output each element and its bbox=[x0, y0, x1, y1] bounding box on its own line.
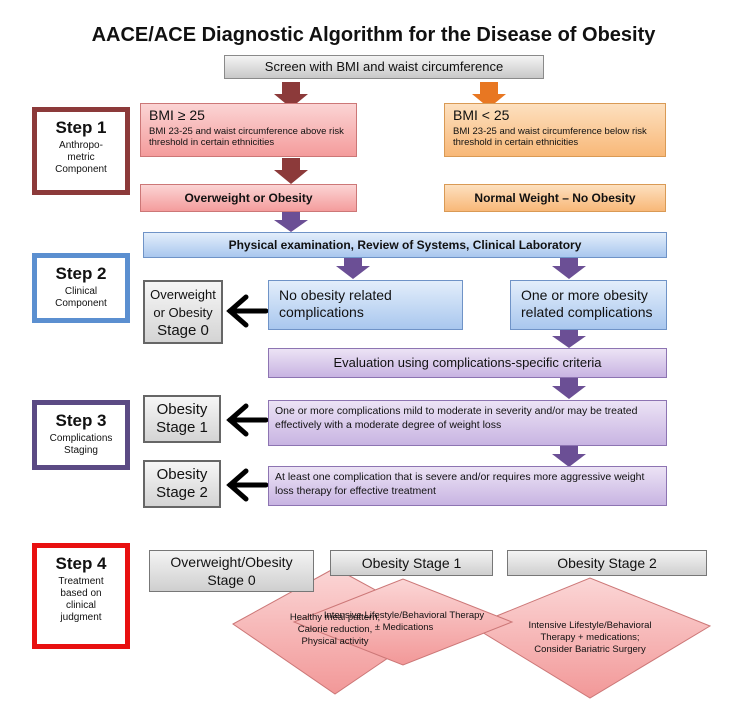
treatment-line: Consider Bariatric Surgery bbox=[534, 644, 646, 655]
stage-line: Stage 2 bbox=[156, 484, 208, 501]
left-arrow bbox=[226, 403, 269, 437]
down-arrow bbox=[336, 258, 370, 279]
stage-line: Stage 0 bbox=[157, 322, 209, 339]
step-sub: Complications bbox=[49, 433, 113, 444]
step-sub: Clinical bbox=[64, 286, 98, 297]
overweight-box: Overweight or Obesity bbox=[140, 184, 357, 212]
step-sub: Component bbox=[55, 164, 107, 175]
treatment-header-stage2: Obesity Stage 2 bbox=[507, 550, 707, 576]
step-1-box: Step 1 Anthropo- metric Component bbox=[32, 107, 130, 195]
step-label: Step 3 bbox=[55, 411, 107, 430]
step-label: Step 2 bbox=[55, 264, 107, 283]
treatment-line: Healthy meal pattern, bbox=[289, 612, 381, 623]
page-title: AACE/ACE Diagnostic Algorithm for the Di… bbox=[91, 24, 656, 46]
screen-box: Screen with BMI and waist circumference bbox=[224, 55, 544, 79]
no-complications-box: No obesity related complications bbox=[268, 280, 463, 330]
treatment-text-stage2: Intensive Lifestyle/Behavioral Therapy +… bbox=[517, 620, 663, 656]
step-3-box: Step 3 Complications Staging bbox=[32, 400, 130, 470]
evaluation-box: Evaluation using complications-specific … bbox=[268, 348, 667, 378]
down-arrow bbox=[274, 82, 308, 108]
treatment-header-stage1: Obesity Stage 1 bbox=[330, 550, 493, 576]
step-sub: judgment bbox=[60, 612, 102, 623]
down-arrow bbox=[552, 378, 586, 399]
step-4-box: Step 4 Treatment based on clinical judgm… bbox=[32, 543, 130, 649]
down-arrow bbox=[552, 446, 586, 467]
treatment-line: Physical activity bbox=[301, 636, 369, 647]
stage-2-box: Obesity Stage 2 bbox=[143, 460, 221, 508]
complications-box: One or more obesity related complication… bbox=[510, 280, 667, 330]
treatment-line: Calorie reduction, bbox=[297, 624, 373, 635]
header-line: Overweight/Obesity bbox=[170, 554, 293, 570]
stage-line: Stage 1 bbox=[156, 419, 208, 436]
treatment-diamond-stage1 bbox=[292, 578, 514, 666]
stage-1-box: Obesity Stage 1 bbox=[143, 395, 221, 443]
severe-complications-box: At least one complication that is severe… bbox=[268, 466, 667, 506]
left-arrow bbox=[226, 294, 269, 328]
down-arrow bbox=[274, 158, 308, 184]
treatment-text-stage0: Healthy meal pattern, Calorie reduction,… bbox=[270, 612, 400, 648]
step-2-box: Step 2 Clinical Component bbox=[32, 253, 130, 323]
stage-line: Overweight bbox=[150, 287, 216, 302]
treatment-line: ± Medications bbox=[374, 622, 434, 633]
step-label: Step 4 bbox=[55, 554, 107, 573]
down-arrow bbox=[472, 82, 506, 108]
step-sub: Component bbox=[55, 298, 107, 309]
bmi-low-box: BMI < 25 BMI 23-25 and waist circumferen… bbox=[444, 103, 666, 157]
bmi-high-title: BMI ≥ 25 bbox=[149, 107, 205, 123]
step-sub: metric bbox=[67, 152, 95, 163]
treatment-diamond bbox=[470, 577, 712, 699]
down-arrow bbox=[274, 212, 308, 232]
left-arrow bbox=[226, 468, 269, 502]
treatment-header-stage0: Overweight/Obesity Stage 0 bbox=[149, 550, 314, 592]
step-sub: Treatment bbox=[58, 576, 104, 587]
normal-weight-box: Normal Weight – No Obesity bbox=[444, 184, 666, 212]
step-label: Step 1 bbox=[55, 118, 107, 137]
header-line: Stage 0 bbox=[207, 572, 256, 588]
bmi-low-sub: BMI 23-25 and waist circumference below … bbox=[453, 126, 647, 148]
stage-0-box: Overweight or Obesity Stage 0 bbox=[143, 280, 223, 344]
treatment-line: Intensive Lifestyle/Behavioral bbox=[528, 620, 652, 631]
down-arrow bbox=[552, 258, 586, 279]
stage-line: Obesity bbox=[156, 466, 208, 483]
step-sub: Anthropo- bbox=[59, 140, 103, 151]
treatment-text-stage1: Intensive Lifestyle/Behavioral Therapy ±… bbox=[318, 610, 490, 634]
step-sub: based on bbox=[60, 588, 102, 599]
physical-exam-box: Physical examination, Review of Systems,… bbox=[143, 232, 667, 258]
stage-line: or Obesity bbox=[153, 305, 213, 320]
treatment-line: Therapy + medications; bbox=[540, 632, 640, 643]
bmi-high-sub: BMI 23-25 and waist circumference above … bbox=[149, 126, 344, 148]
bmi-high-box: BMI ≥ 25 BMI 23-25 and waist circumferen… bbox=[140, 103, 357, 157]
bmi-low-title: BMI < 25 bbox=[453, 107, 510, 123]
step-sub: Staging bbox=[64, 445, 98, 456]
treatment-line: Intensive Lifestyle/Behavioral Therapy bbox=[323, 610, 485, 621]
down-arrow bbox=[552, 328, 586, 348]
step-sub: clinical bbox=[65, 600, 96, 611]
mild-complications-box: One or more complications mild to modera… bbox=[268, 400, 667, 446]
stage-line: Obesity bbox=[156, 401, 208, 418]
